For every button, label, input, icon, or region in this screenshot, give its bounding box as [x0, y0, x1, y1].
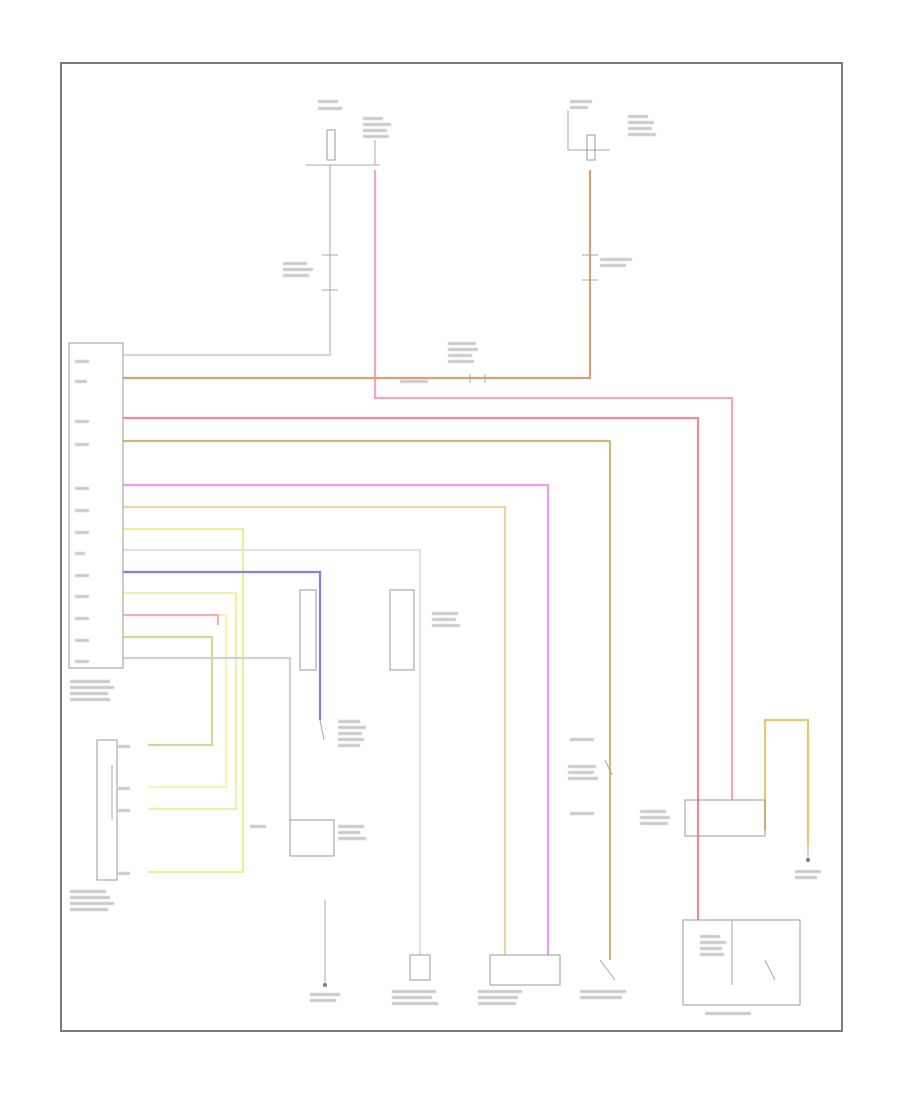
wire-yellow-2	[123, 591, 238, 811]
shift-lock-module	[250, 819, 366, 857]
wire-white-ignition	[123, 180, 332, 357]
wire-khaki-stop	[123, 439, 612, 960]
wire-yellow-3	[123, 613, 228, 789]
stop-lamp-switch	[568, 738, 626, 999]
selector-switch	[70, 739, 130, 911]
combination-meter	[682, 919, 801, 1015]
wire-pink-fuse	[373, 170, 734, 800]
connector-left-upper	[283, 254, 338, 291]
wire-khaki-2	[123, 635, 214, 747]
wire-yellow-ground	[763, 718, 810, 845]
wire-pink-2	[123, 613, 220, 625]
diagram-frame	[60, 62, 843, 1032]
wire-yellow-selector	[123, 527, 245, 874]
wire-red-pink-meter	[123, 416, 700, 920]
pnp-switch	[640, 799, 766, 837]
wire-magenta-ecm	[123, 483, 550, 955]
ecm-module	[478, 954, 561, 1005]
wire-tan-ecm	[123, 505, 507, 955]
fuse-block-right	[567, 100, 656, 161]
fuse-block-left	[306, 100, 391, 180]
wire-orange-right-fuse	[123, 170, 592, 380]
bottom-ground	[310, 900, 340, 1002]
wire-blue-overdrive	[123, 570, 322, 720]
wire-gray-solenoid	[123, 548, 422, 955]
wire-gray-2	[123, 656, 292, 820]
overdrive-switch	[299, 589, 366, 747]
tcm-module	[68, 342, 124, 701]
ground-right	[795, 845, 821, 879]
junction-connector-center	[400, 342, 486, 383]
connector-right-mid	[582, 254, 632, 281]
shift-solenoid	[389, 589, 460, 1005]
